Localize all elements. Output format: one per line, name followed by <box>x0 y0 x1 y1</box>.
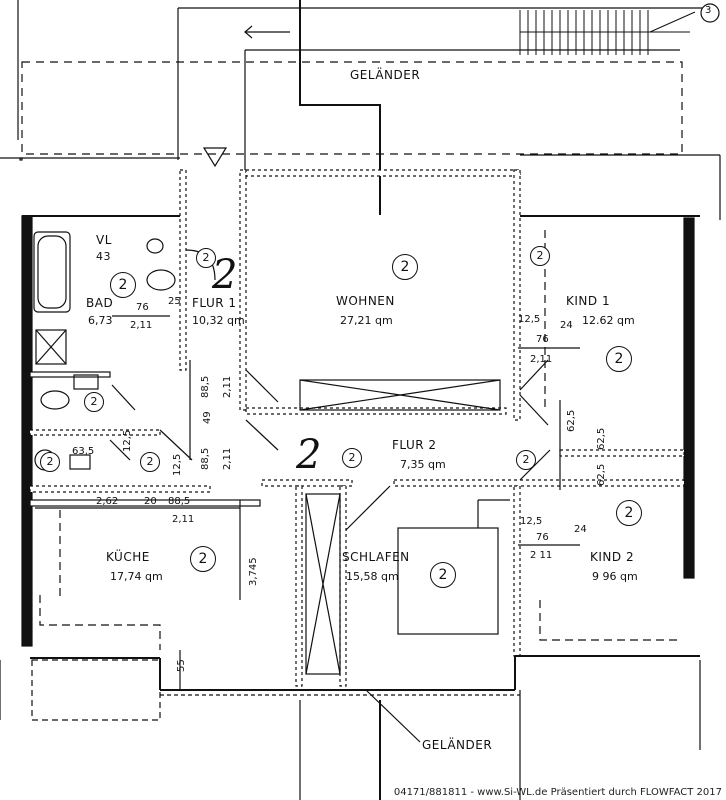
label-gelaender-top: GELÄNDER <box>350 68 421 82</box>
room-kind2-mark: 2 <box>616 500 642 526</box>
stairs-top <box>519 10 696 55</box>
room-vl-value: 43 <box>96 250 111 263</box>
dim-k1-625b: 62,5 <box>596 427 607 450</box>
room-kind1-name: KIND 1 <box>566 294 611 308</box>
door-mark: 2 <box>530 246 550 266</box>
dim-k1-125: 12,5 <box>518 314 541 325</box>
door-mark: 2 <box>84 392 104 412</box>
room-schlafen-area: 15,58 qm <box>346 570 399 583</box>
room-bad-area: 6,73 <box>88 314 113 327</box>
dim-k-55: 55 <box>176 659 187 672</box>
label-gelaender-bottom: GELÄNDER <box>422 738 493 752</box>
dim-bad-76: 76 <box>136 302 149 313</box>
room-flur1-name: FLUR 1 <box>192 296 237 310</box>
dim-bad-211: 2,11 <box>130 320 153 331</box>
dim-k1-76: 76 <box>536 334 549 345</box>
dim-k-3745: 3,745 <box>248 557 259 586</box>
dim-k2-24: 24 <box>574 524 587 535</box>
dim-w-635: 63,5 <box>72 446 95 457</box>
room-schlafen-mark: 2 <box>430 562 456 588</box>
dim-w-125: 12,5 <box>122 429 133 452</box>
room-flur2-name: FLUR 2 <box>392 438 437 452</box>
room-kind2-name: KIND 2 <box>590 550 635 564</box>
door-mark: 2 <box>196 248 216 268</box>
dim-f1-885b: 88,5 <box>200 447 211 470</box>
dim-f1-885: 88,5 <box>200 375 211 398</box>
dim-f1-211b: 2,11 <box>222 447 233 470</box>
dim-k2-76: 76 <box>536 532 549 543</box>
room-wohnen-mark: 2 <box>392 254 418 280</box>
footer-credit: 04171/881811 - www.Si-WL.de Präsentiert … <box>393 787 722 798</box>
dim-k2-125: 12,5 <box>520 516 543 527</box>
door-mark: 2 <box>40 452 60 472</box>
dim-k-885: 88,5 <box>168 496 191 507</box>
dim-k1-211: 2,11 <box>530 354 553 365</box>
room-bad-mark: 2 <box>110 272 136 298</box>
room-bad-name: BAD <box>86 296 114 310</box>
dim-w-125b: 12,5 <box>172 453 183 476</box>
dim-k-262: 2,62 <box>96 496 119 507</box>
handwritten-mark: 2 <box>212 252 238 298</box>
room-kind1-area: 12.62 qm <box>582 314 635 327</box>
room-flur1-area: 10,32 qm <box>192 314 245 327</box>
dim-k1-625a: 62,5 <box>566 409 577 432</box>
door-mark: 2 <box>516 450 536 470</box>
room-kueche-mark: 2 <box>190 546 216 572</box>
dim-k-211: 2,11 <box>172 514 195 525</box>
stair-number: 3 <box>705 5 712 16</box>
dim-f1-49: 49 <box>202 411 213 424</box>
room-wohnen-name: WOHNEN <box>336 294 395 308</box>
dim-25: 25 <box>168 296 181 307</box>
room-kueche-area: 17,74 qm <box>110 570 163 583</box>
room-vl-name: VL <box>96 233 112 247</box>
room-kind2-area: 9 96 qm <box>592 570 638 583</box>
dim-k2-625: 62,5 <box>596 463 607 486</box>
room-schlafen-name: SCHLAFEN <box>342 550 410 564</box>
dim-k1-24: 24 <box>560 320 573 331</box>
room-wohnen-area: 27,21 qm <box>340 314 393 327</box>
room-kueche-name: KÜCHE <box>106 550 150 564</box>
room-flur2-area: 7,35 qm <box>400 458 446 471</box>
dim-k-20: 20 <box>144 496 157 507</box>
handwritten-mark: 2 <box>296 432 322 478</box>
dim-k2-211: 2 11 <box>530 550 553 561</box>
room-kind1-mark: 2 <box>606 346 632 372</box>
dim-f1-211a: 2,11 <box>222 375 233 398</box>
door-mark: 2 <box>140 452 160 472</box>
door-mark: 2 <box>342 448 362 468</box>
